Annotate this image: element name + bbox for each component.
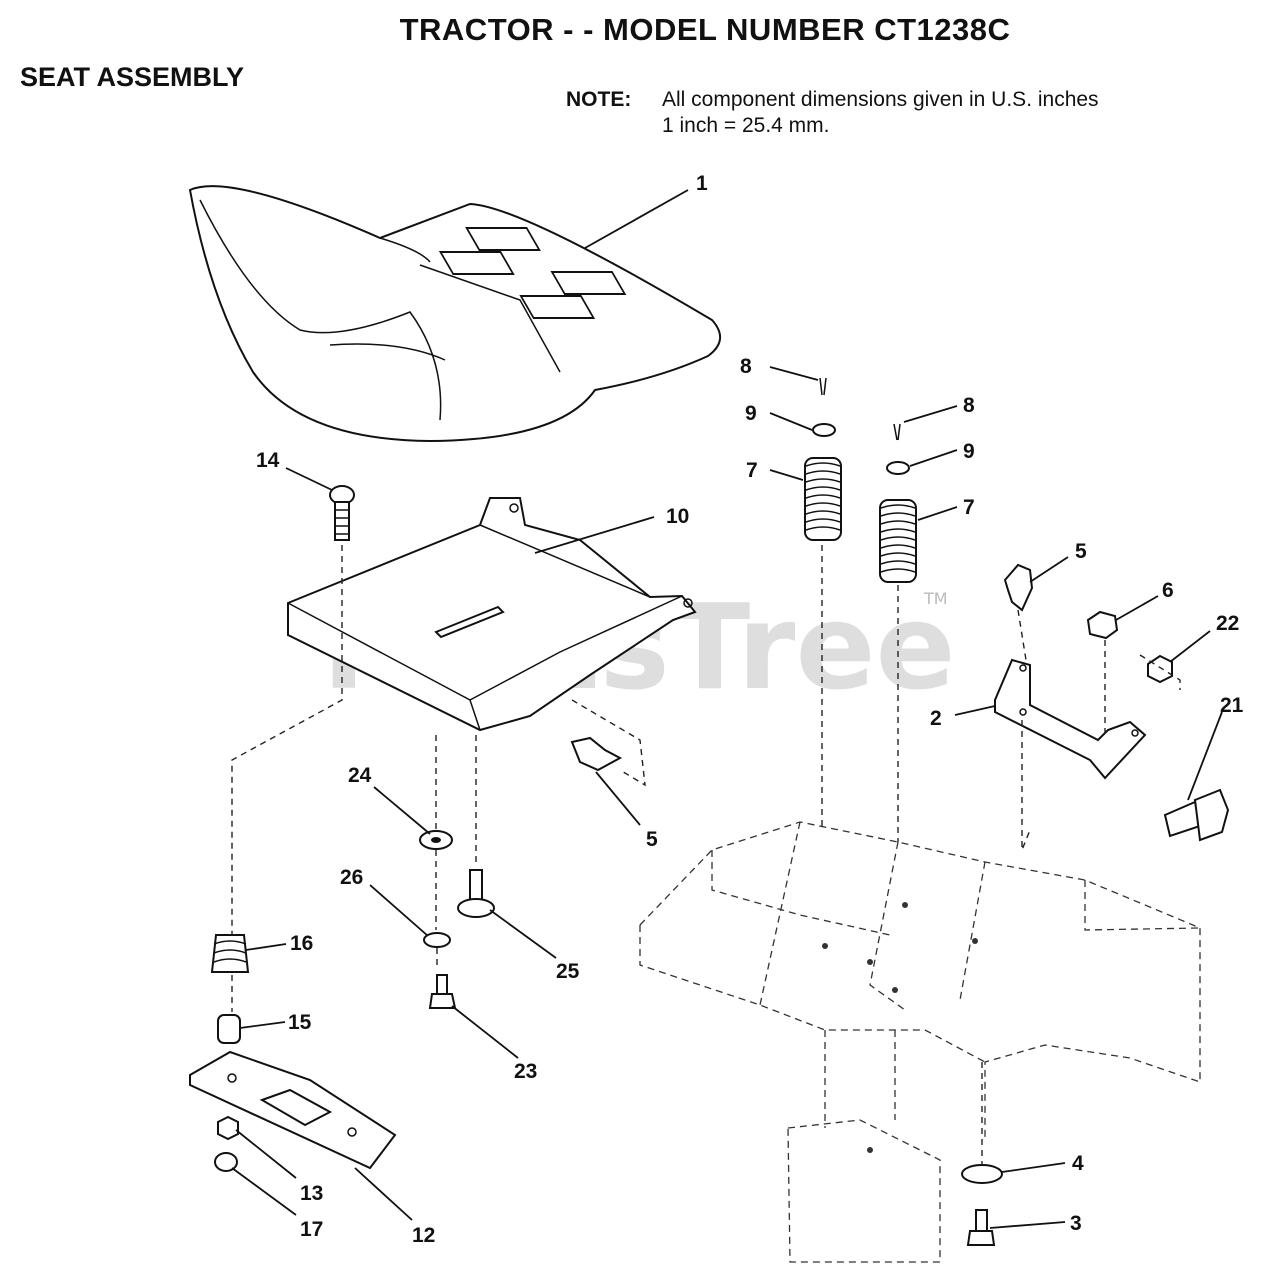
callout-6: 6 bbox=[1162, 579, 1174, 602]
seat-spring-left[interactable] bbox=[804, 457, 842, 541]
washer-left[interactable] bbox=[812, 423, 836, 437]
note-label: NOTE: bbox=[566, 88, 632, 111]
callout-14: 14 bbox=[256, 449, 280, 472]
note-line-2: 1 inch = 25.4 mm. bbox=[662, 114, 830, 137]
carriage-bolt[interactable] bbox=[329, 485, 355, 541]
seat-cushion[interactable] bbox=[188, 185, 721, 443]
pin-right[interactable] bbox=[893, 423, 901, 441]
callout-12: 12 bbox=[412, 1224, 435, 1247]
callout-25: 25 bbox=[556, 960, 580, 983]
spring-16[interactable] bbox=[210, 934, 250, 973]
callout-5-lower: 5 bbox=[646, 828, 658, 851]
seat-spring-right[interactable] bbox=[879, 499, 917, 583]
pin-left[interactable] bbox=[819, 377, 827, 396]
seat-pan[interactable] bbox=[287, 497, 697, 732]
callout-10: 10 bbox=[666, 505, 689, 528]
washer-4[interactable] bbox=[961, 1164, 1003, 1184]
callout-22: 22 bbox=[1216, 612, 1239, 635]
slide-bracket[interactable] bbox=[189, 1050, 397, 1170]
spacer-15[interactable] bbox=[217, 1014, 241, 1044]
screw-3[interactable] bbox=[966, 1209, 996, 1246]
callout-7-right: 7 bbox=[963, 496, 975, 519]
section-title: SEAT ASSEMBLY bbox=[20, 62, 245, 92]
nut-17[interactable] bbox=[214, 1152, 238, 1172]
callout-24: 24 bbox=[348, 764, 372, 787]
callout-9-right: 9 bbox=[963, 440, 975, 463]
leader-lines bbox=[231, 189, 1223, 1229]
callout-2: 2 bbox=[930, 707, 942, 730]
seat-clip-upper[interactable] bbox=[1003, 563, 1034, 612]
callout-15: 15 bbox=[288, 1011, 312, 1034]
flange-bolt[interactable] bbox=[457, 869, 495, 918]
callout-3: 3 bbox=[1070, 1212, 1082, 1235]
note-line-1: All component dimensions given in U.S. i… bbox=[662, 88, 1099, 111]
tractor-frame bbox=[639, 821, 1201, 1263]
callout-21: 21 bbox=[1220, 694, 1244, 717]
shoulder-bolt[interactable] bbox=[1163, 788, 1230, 842]
callout-8-left: 8 bbox=[740, 355, 752, 378]
callout-13: 13 bbox=[300, 1182, 323, 1205]
watermark-tm: TM bbox=[923, 589, 948, 608]
callout-17: 17 bbox=[300, 1218, 323, 1241]
seat-bracket[interactable] bbox=[994, 658, 1147, 780]
callout-23: 23 bbox=[514, 1060, 537, 1083]
knob-nut[interactable] bbox=[1147, 654, 1173, 684]
callout-9-left: 9 bbox=[745, 402, 757, 425]
callout-8-right: 8 bbox=[963, 394, 975, 417]
nut-13[interactable] bbox=[217, 1115, 239, 1141]
callout-16: 16 bbox=[290, 932, 313, 955]
washer-right[interactable] bbox=[886, 461, 910, 475]
callout-7-left: 7 bbox=[746, 459, 758, 482]
seat-clip-lower[interactable] bbox=[570, 736, 623, 772]
hex-screw[interactable] bbox=[428, 974, 457, 1009]
callout-26: 26 bbox=[340, 866, 363, 889]
washer-26[interactable] bbox=[423, 932, 451, 948]
hex-nut[interactable] bbox=[1086, 610, 1119, 640]
callout-4: 4 bbox=[1072, 1152, 1084, 1175]
callout-5-upper: 5 bbox=[1075, 540, 1087, 563]
callout-1: 1 bbox=[696, 172, 708, 195]
diagram-title: TRACTOR - - MODEL NUMBER CT1238C bbox=[399, 12, 1011, 47]
